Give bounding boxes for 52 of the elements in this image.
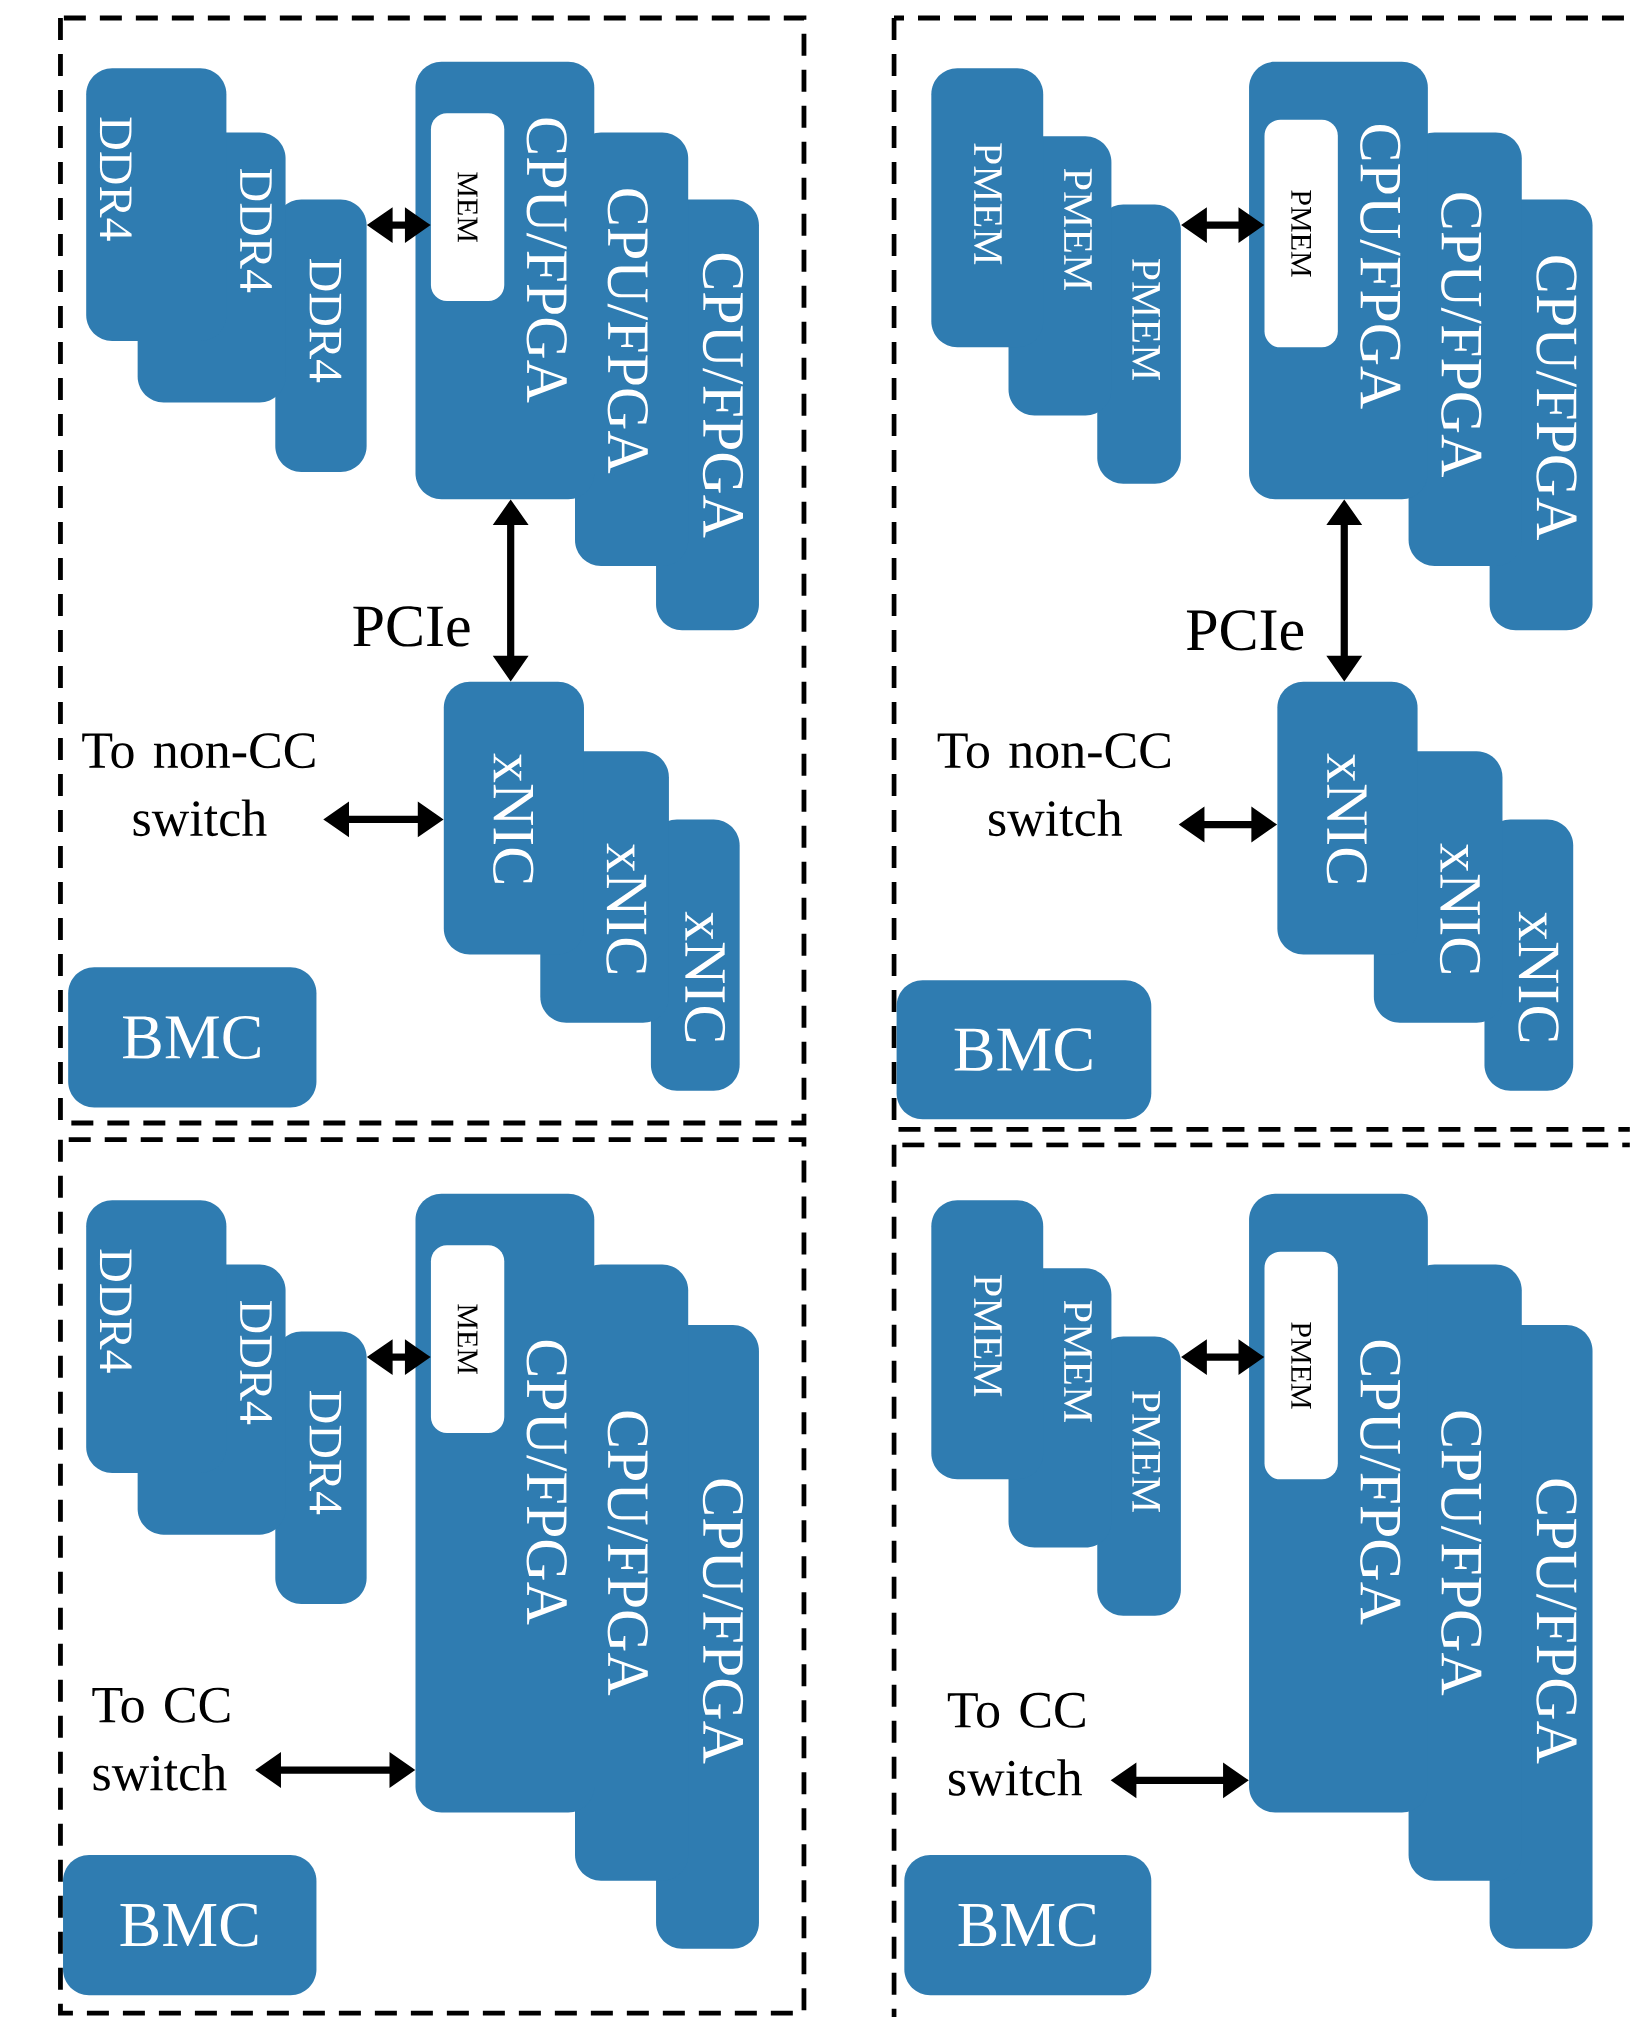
node-label: PMEM	[1064, 168, 1092, 291]
node-label: DDR4	[240, 1301, 272, 1425]
node-label: DDR4	[309, 1391, 342, 1515]
node-label: CPU/FPGA	[607, 189, 649, 474]
node-label: xNIC	[1518, 911, 1559, 1042]
text-label: To non-CC switch	[82, 733, 315, 837]
component-box: PMEM	[931, 68, 1044, 348]
component-box: DDR4	[275, 1331, 367, 1605]
text-label: To non-CC switch	[937, 733, 1171, 837]
text-label: To CC switch	[947, 1692, 1085, 1796]
node-label: xNIC	[606, 843, 647, 973]
controller-box: BMC	[896, 980, 1152, 1120]
node-label: CPU/FPGA	[1360, 1340, 1401, 1625]
controller-box: BMC	[63, 1854, 317, 1996]
node-label: DDR4	[240, 169, 272, 293]
node-label: CPU/FPGA	[702, 1479, 744, 1764]
node-label: CPU/FPGA	[1441, 1411, 1482, 1696]
component-box: xNIC	[443, 681, 585, 955]
component-box: DDR4	[86, 68, 227, 341]
node-label: DDR4	[100, 117, 132, 241]
node-label: xNIC	[1439, 843, 1481, 973]
controller-box: BMC	[68, 967, 317, 1108]
memory-box: MEM	[431, 113, 505, 301]
text-label: To CC switch	[92, 1687, 230, 1791]
node-label: CPU/FPGA	[526, 1340, 567, 1625]
node-label: CPU/FPGA	[1360, 125, 1401, 409]
node-label: xNIC	[493, 753, 534, 883]
node-label: CPU/FPGA	[1536, 256, 1577, 541]
node-label: CPU/FPGA	[702, 253, 744, 538]
component-box: PMEM	[931, 1200, 1044, 1480]
edge-label: PCIe	[1183, 608, 1308, 653]
component-box: DDR4	[86, 1200, 227, 1473]
node-label: PMEM	[1132, 1390, 1161, 1513]
component-box: xNIC	[1277, 681, 1418, 955]
edge-label: PCIe	[349, 604, 474, 649]
node-label: DDR4	[100, 1249, 132, 1373]
node-label: PMEM	[974, 143, 1002, 265]
node-label: PMEM	[1132, 258, 1161, 381]
node-label: PMEM	[974, 1275, 1002, 1397]
node-label: DDR4	[309, 259, 342, 383]
node-label: CPU/FPGA	[1441, 193, 1482, 478]
controller-box: BMC	[904, 1854, 1152, 1996]
memory-box: PMEM	[1264, 1251, 1338, 1480]
node-label: CPU/FPGA	[526, 118, 567, 403]
memory-box: MEM	[431, 1245, 505, 1433]
component-box: DDR4	[275, 199, 367, 473]
node-label: CPU/FPGA	[607, 1411, 649, 1696]
node-label: xNIC	[684, 911, 726, 1042]
node-label: xNIC	[1326, 753, 1368, 883]
memory-box: PMEM	[1264, 119, 1338, 348]
node-label: PMEM	[1064, 1300, 1092, 1423]
node-label: CPU/FPGA	[1536, 1479, 1577, 1764]
